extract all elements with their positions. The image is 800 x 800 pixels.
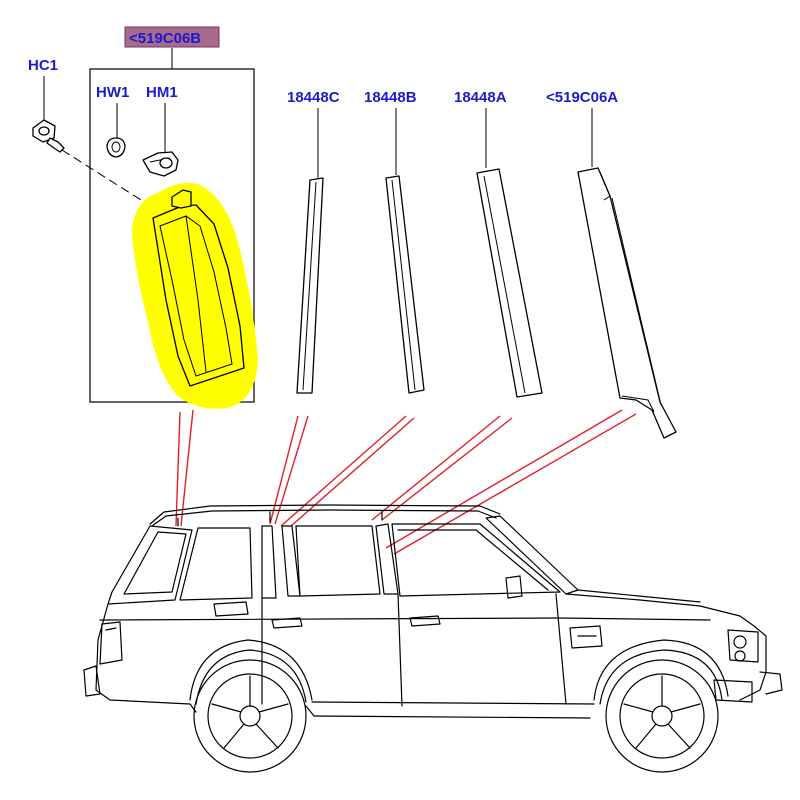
trim-strip-18448c-edge [302,181,317,391]
18448b-label[interactable]: 18448B [364,89,417,106]
18448a-label[interactable]: 18448A [454,89,507,106]
trim-strip-519c06a[interactable] [577,167,677,439]
group-label-background [124,26,220,48]
highlight-area [132,183,258,409]
18448c-label[interactable]: 18448C [287,89,340,106]
vehicle-illustration [83,504,783,773]
519c06a-label[interactable]: <519C06A [546,89,618,106]
trim-strip-18448a-edge [483,175,526,394]
callout-lines [175,409,637,555]
trim-strip-18448b-edge [391,179,416,391]
hc1-dash-line [61,149,161,213]
hc1-clip-icon [32,119,65,153]
trim-strip-18448a[interactable] [476,168,543,398]
hw1-label[interactable]: HW1 [96,84,129,101]
hc1-label[interactable]: HC1 [28,57,58,74]
group-label[interactable]: <519C06B [129,30,201,47]
hm1-clip-icon [142,151,179,177]
hm1-label[interactable]: HM1 [146,84,178,101]
group-box [89,68,255,403]
hw1-washer-icon [106,137,126,158]
trim-strip-18448b[interactable] [385,175,425,394]
trim-panel-519c06b[interactable] [152,189,245,387]
